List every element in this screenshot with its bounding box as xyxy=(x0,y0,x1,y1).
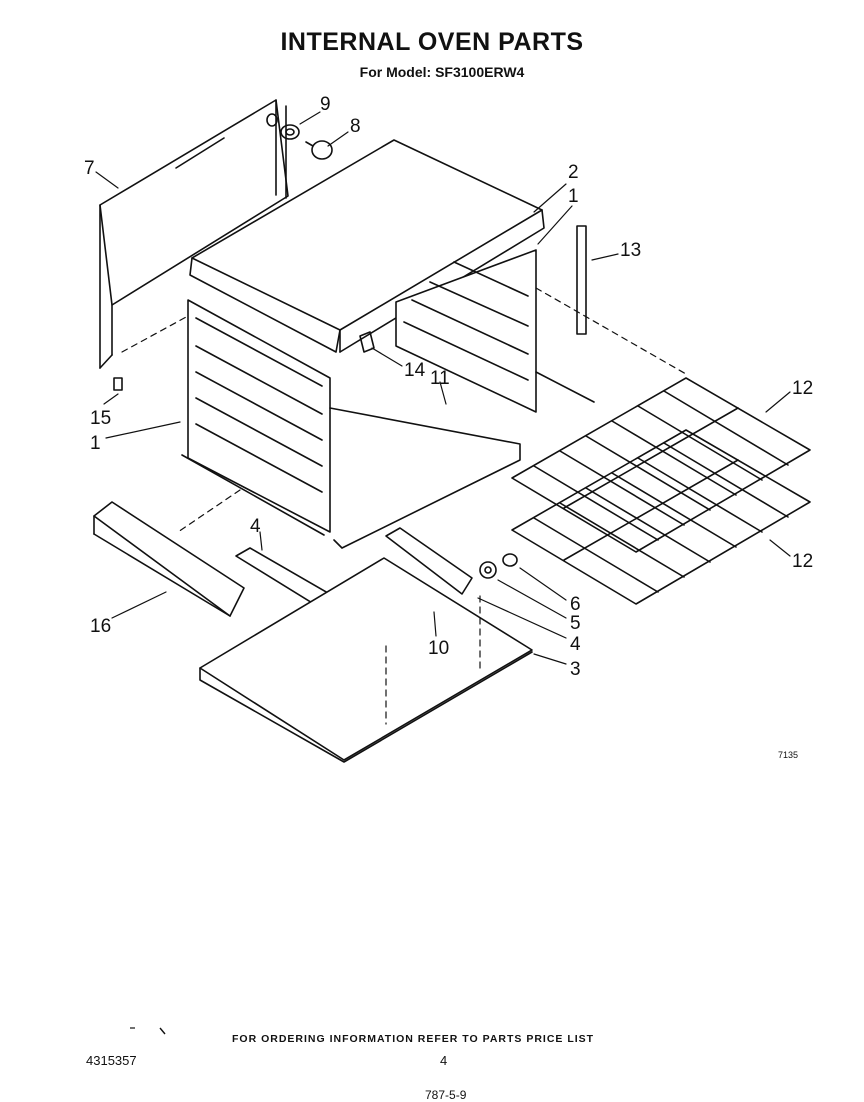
leader-line xyxy=(477,597,567,639)
bottom-tray-part xyxy=(199,557,533,763)
callout-label: 9 xyxy=(320,94,331,115)
leader-line xyxy=(591,253,619,261)
callout-label: 7 xyxy=(84,158,95,179)
rear-panel-part xyxy=(99,99,289,369)
trim-strip-part xyxy=(576,225,587,335)
bottom-code: 787-5-9 xyxy=(425,1088,467,1102)
light-bulb-part xyxy=(305,140,333,160)
callout-label: 2 xyxy=(568,162,579,183)
page-number: 4 xyxy=(440,1053,448,1068)
oven-rack-upper-part xyxy=(511,377,811,553)
callout-label: 12 xyxy=(792,378,813,399)
leader-line xyxy=(769,539,791,557)
model-subtitle: For Model: SF3100ERW4 xyxy=(359,64,525,80)
retainer-part xyxy=(113,377,123,391)
leader-line xyxy=(439,381,447,405)
oven-bottom-part xyxy=(329,407,521,549)
leader-line xyxy=(111,591,167,619)
leader-line xyxy=(533,183,567,213)
diagram-code: 7135 xyxy=(778,750,798,760)
leader-line xyxy=(103,393,119,405)
callout-label: 12 xyxy=(792,551,813,572)
callout-label: 3 xyxy=(570,659,581,680)
leader-line xyxy=(537,205,573,245)
leader-line xyxy=(299,111,321,125)
callout-label: 5 xyxy=(570,613,581,634)
left-side-panel-part xyxy=(181,299,331,536)
callout-label: 1 xyxy=(568,186,579,207)
leader-line xyxy=(327,131,349,147)
callout-label: 13 xyxy=(620,240,641,261)
leader-line xyxy=(765,391,791,413)
callout-label: 15 xyxy=(90,408,111,429)
right-side-panel-part xyxy=(395,249,595,413)
callout-label: 14 xyxy=(404,360,426,381)
callout-label: 1 xyxy=(90,433,101,454)
callout-label: 4 xyxy=(250,516,261,537)
roller-part xyxy=(502,553,518,567)
assembly-line xyxy=(535,287,687,375)
assembly-line xyxy=(121,315,189,353)
callout-label: 8 xyxy=(350,116,361,137)
leader-line xyxy=(519,567,567,601)
lamp-socket-part xyxy=(266,113,300,140)
callout-label: 11 xyxy=(430,368,450,389)
callout-label: 6 xyxy=(570,594,581,615)
clip-part xyxy=(359,331,375,353)
oven-rack-lower-part xyxy=(511,429,811,605)
leader-line xyxy=(95,171,119,189)
callout-label: 10 xyxy=(428,638,449,659)
leader-line xyxy=(105,421,181,439)
leader-line xyxy=(433,611,437,637)
leader-line xyxy=(497,579,567,619)
assembly-line xyxy=(177,489,241,533)
bracket-part xyxy=(479,561,497,579)
leader-line xyxy=(259,531,263,551)
leader-line xyxy=(371,347,403,367)
callout-label: 16 xyxy=(90,616,111,637)
page-title: INTERNAL OVEN PARTS xyxy=(280,28,584,56)
stray-mark xyxy=(159,1027,166,1035)
callout-label: 4 xyxy=(570,634,581,655)
leader-line xyxy=(533,653,567,665)
document-number: 4315357 xyxy=(86,1053,137,1068)
ordering-note: FOR ORDERING INFORMATION REFER TO PARTS … xyxy=(232,1033,595,1045)
slide-rail-right-part xyxy=(385,527,473,595)
front-trim-part xyxy=(93,501,245,617)
